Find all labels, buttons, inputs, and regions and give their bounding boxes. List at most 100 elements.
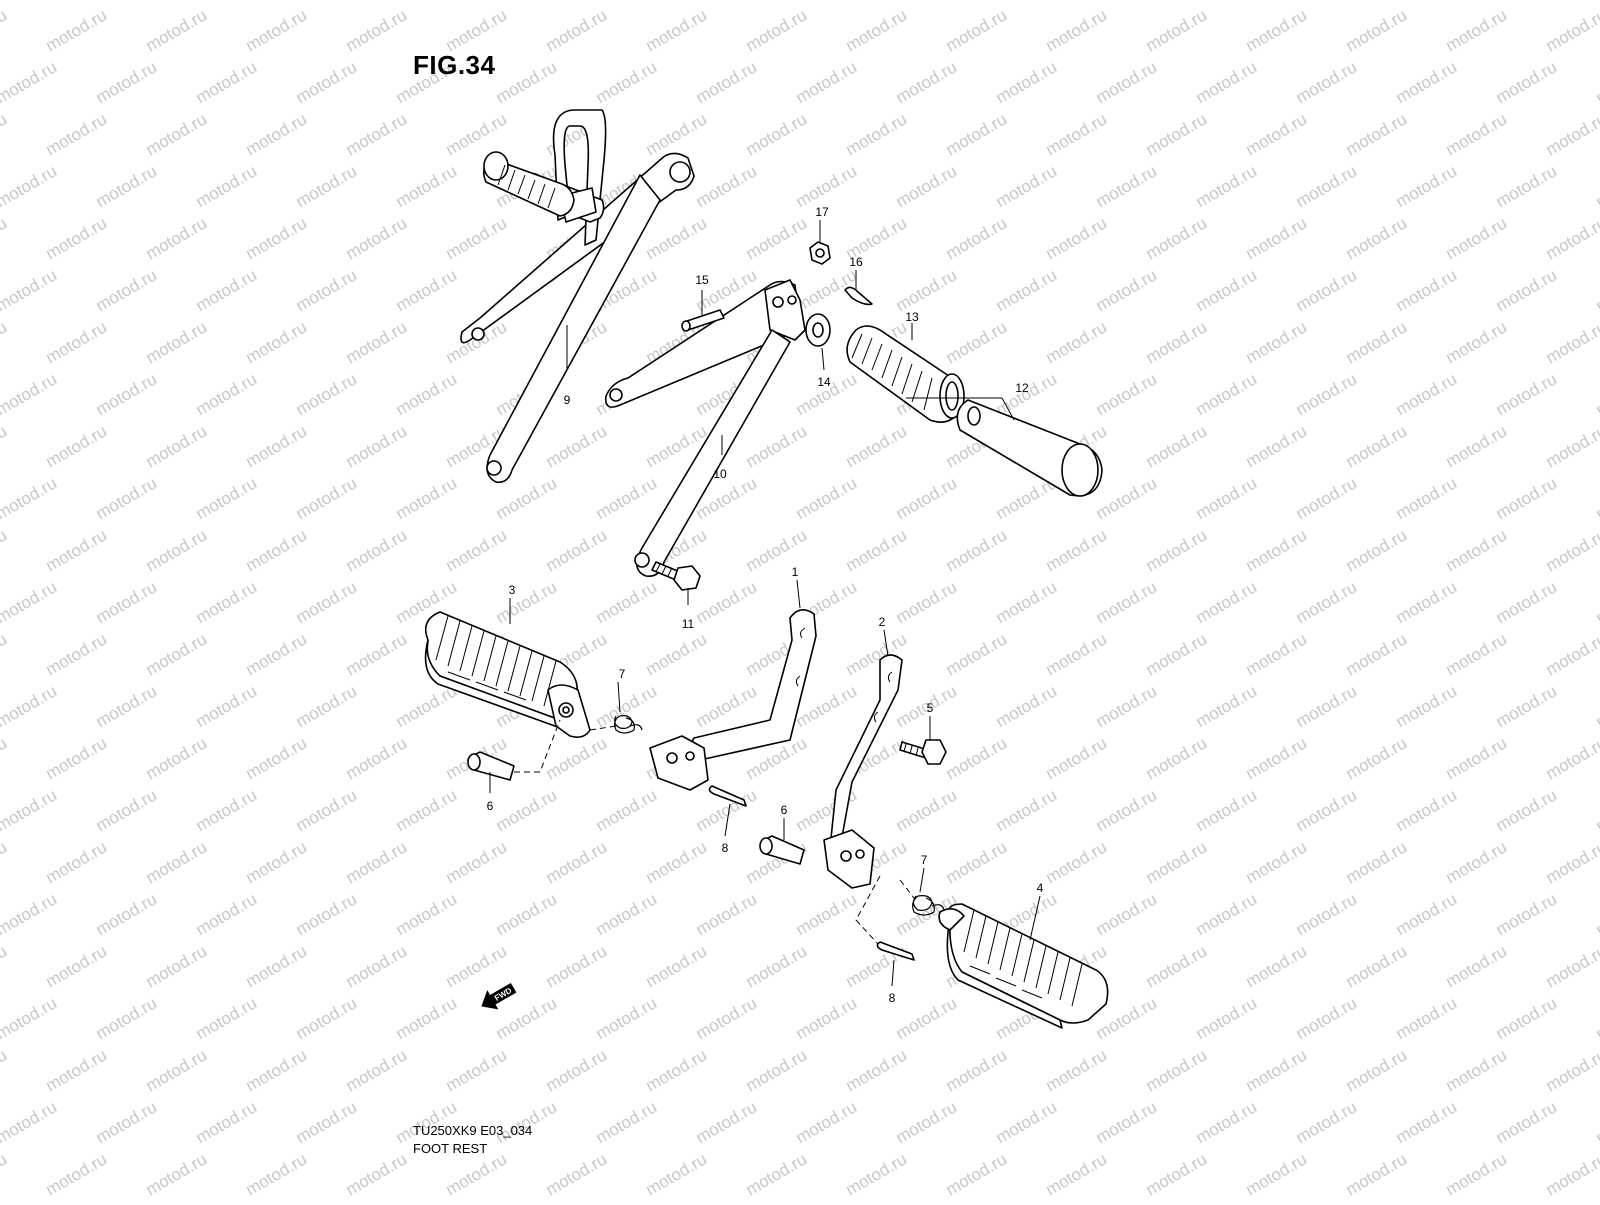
- watermark-text: motod.ru: [593, 681, 661, 731]
- watermark-text: motod.ru: [1493, 577, 1561, 627]
- watermark-text: motod.ru: [1543, 1149, 1600, 1199]
- fwd-arrow: FWD: [477, 979, 518, 1014]
- watermark-text: motod.ru: [1393, 265, 1461, 315]
- watermark-text: motod.ru: [1193, 369, 1261, 419]
- watermark-text: motod.ru: [1293, 577, 1361, 627]
- callout-3: 3: [509, 583, 516, 597]
- watermark-text: motod.ru: [1543, 421, 1600, 471]
- callout-12: 12: [1015, 381, 1029, 395]
- watermark-text: motod.ru: [0, 577, 60, 627]
- watermark-text: motod.ru: [243, 317, 311, 367]
- watermark-text: motod.ru: [1093, 0, 1161, 3]
- watermark-text: motod.ru: [243, 733, 311, 783]
- section-name: FOOT REST: [413, 1141, 487, 1156]
- watermark-text: motod.ru: [1293, 889, 1361, 939]
- watermark-text: motod.ru: [493, 993, 561, 1043]
- watermark-text: motod.ru: [1493, 57, 1561, 107]
- watermark-text: motod.ru: [1343, 629, 1411, 679]
- watermark-text: motod.ru: [193, 681, 261, 731]
- watermark-text: motod.ru: [243, 421, 311, 471]
- watermark-text: motod.ru: [793, 161, 861, 211]
- watermark-text: motod.ru: [843, 1149, 911, 1199]
- watermark-text: motod.ru: [1393, 57, 1461, 107]
- watermark-text: motod.ru: [1343, 317, 1411, 367]
- watermark-text: motod.ru: [343, 421, 411, 471]
- watermark-text: motod.ru: [1343, 941, 1411, 991]
- watermark-text: motod.ru: [43, 837, 111, 887]
- watermark-text: motod.ru: [93, 577, 161, 627]
- model-code: TU250XK9 E03_034: [413, 1123, 532, 1138]
- watermark-text: motod.ru: [743, 1149, 811, 1199]
- watermark-text: motod.ru: [1143, 317, 1211, 367]
- watermark-text: motod.ru: [193, 993, 261, 1043]
- callout-9: 9: [564, 393, 571, 407]
- watermark-text: motod.ru: [93, 161, 161, 211]
- watermark-text: motod.ru: [1543, 5, 1600, 55]
- watermark-text: motod.ru: [893, 785, 961, 835]
- watermark-text: motod.ru: [43, 421, 111, 471]
- watermark-text: motod.ru: [543, 1149, 611, 1199]
- watermark-text: motod.ru: [243, 109, 311, 159]
- watermark-text: motod.ru: [1093, 473, 1161, 523]
- watermark-text: motod.ru: [0, 57, 60, 107]
- watermark-text: motod.ru: [943, 317, 1011, 367]
- watermark-text: motod.ru: [343, 1149, 411, 1199]
- part-14-washer: [806, 314, 830, 346]
- watermark-text: motod.ru: [293, 889, 361, 939]
- watermark-text: motod.ru: [0, 941, 10, 991]
- watermark-text: motod.ru: [193, 1097, 261, 1147]
- watermark-text: motod.ru: [1343, 1045, 1411, 1095]
- watermark-text: motod.ru: [1443, 837, 1511, 887]
- watermark-text: motod.ru: [693, 57, 761, 107]
- watermark-text: motod.ru: [593, 0, 661, 3]
- watermark-text: motod.ru: [1193, 993, 1261, 1043]
- watermark-text: motod.ru: [793, 1097, 861, 1147]
- watermark-text: motod.ru: [643, 213, 711, 263]
- watermark-text: motod.ru: [293, 369, 361, 419]
- watermark-text: motod.ru: [943, 5, 1011, 55]
- watermark-text: motod.ru: [0, 5, 10, 55]
- watermark-text: motod.ru: [0, 369, 60, 419]
- watermark-text: motod.ru: [1193, 57, 1261, 107]
- watermark-text: motod.ru: [1593, 889, 1600, 939]
- watermark-text: motod.ru: [1443, 213, 1511, 263]
- watermark-text: motod.ru: [993, 785, 1061, 835]
- watermark-text: motod.ru: [1093, 1097, 1161, 1147]
- watermark-text: motod.ru: [1543, 1045, 1600, 1095]
- watermark-text: motod.ru: [1243, 317, 1311, 367]
- watermark-text: motod.ru: [0, 109, 10, 159]
- callout-7-left: 7: [619, 667, 626, 681]
- watermark-text: motod.ru: [143, 421, 211, 471]
- watermark-text: motod.ru: [1393, 577, 1461, 627]
- watermark-text: motod.ru: [0, 473, 60, 523]
- watermark-text: motod.ru: [443, 213, 511, 263]
- watermark-text: motod.ru: [1193, 161, 1261, 211]
- watermark-text: motod.ru: [643, 109, 711, 159]
- watermark-text: motod.ru: [1393, 785, 1461, 835]
- watermark-text: motod.ru: [243, 1045, 311, 1095]
- watermark-text: motod.ru: [1293, 1097, 1361, 1147]
- watermark-text: motod.ru: [1243, 941, 1311, 991]
- watermark-text: motod.ru: [1193, 265, 1261, 315]
- watermark-text: motod.ru: [1593, 577, 1600, 627]
- watermark-text: motod.ru: [193, 369, 261, 419]
- watermark-text: motod.ru: [1193, 0, 1261, 3]
- watermark-text: motod.ru: [393, 265, 461, 315]
- watermark-text: motod.ru: [143, 213, 211, 263]
- watermark-text: motod.ru: [993, 161, 1061, 211]
- watermark-text: motod.ru: [93, 0, 161, 3]
- watermark-text: motod.ru: [0, 837, 10, 887]
- watermark-text: motod.ru: [1493, 681, 1561, 731]
- watermark-text: motod.ru: [1143, 1045, 1211, 1095]
- watermark-text: motod.ru: [893, 57, 961, 107]
- watermark-text: motod.ru: [0, 1097, 60, 1147]
- callout-10: 10: [713, 467, 727, 481]
- watermark-text: motod.ru: [1043, 525, 1111, 575]
- watermark-text: motod.ru: [643, 837, 711, 887]
- watermark-text: motod.ru: [93, 1097, 161, 1147]
- watermark-text: motod.ru: [1243, 733, 1311, 783]
- watermark-text: motod.ru: [543, 525, 611, 575]
- callout-7-right: 7: [921, 853, 928, 867]
- callout-8-right: 8: [889, 991, 896, 1005]
- watermark-text: motod.ru: [293, 0, 361, 3]
